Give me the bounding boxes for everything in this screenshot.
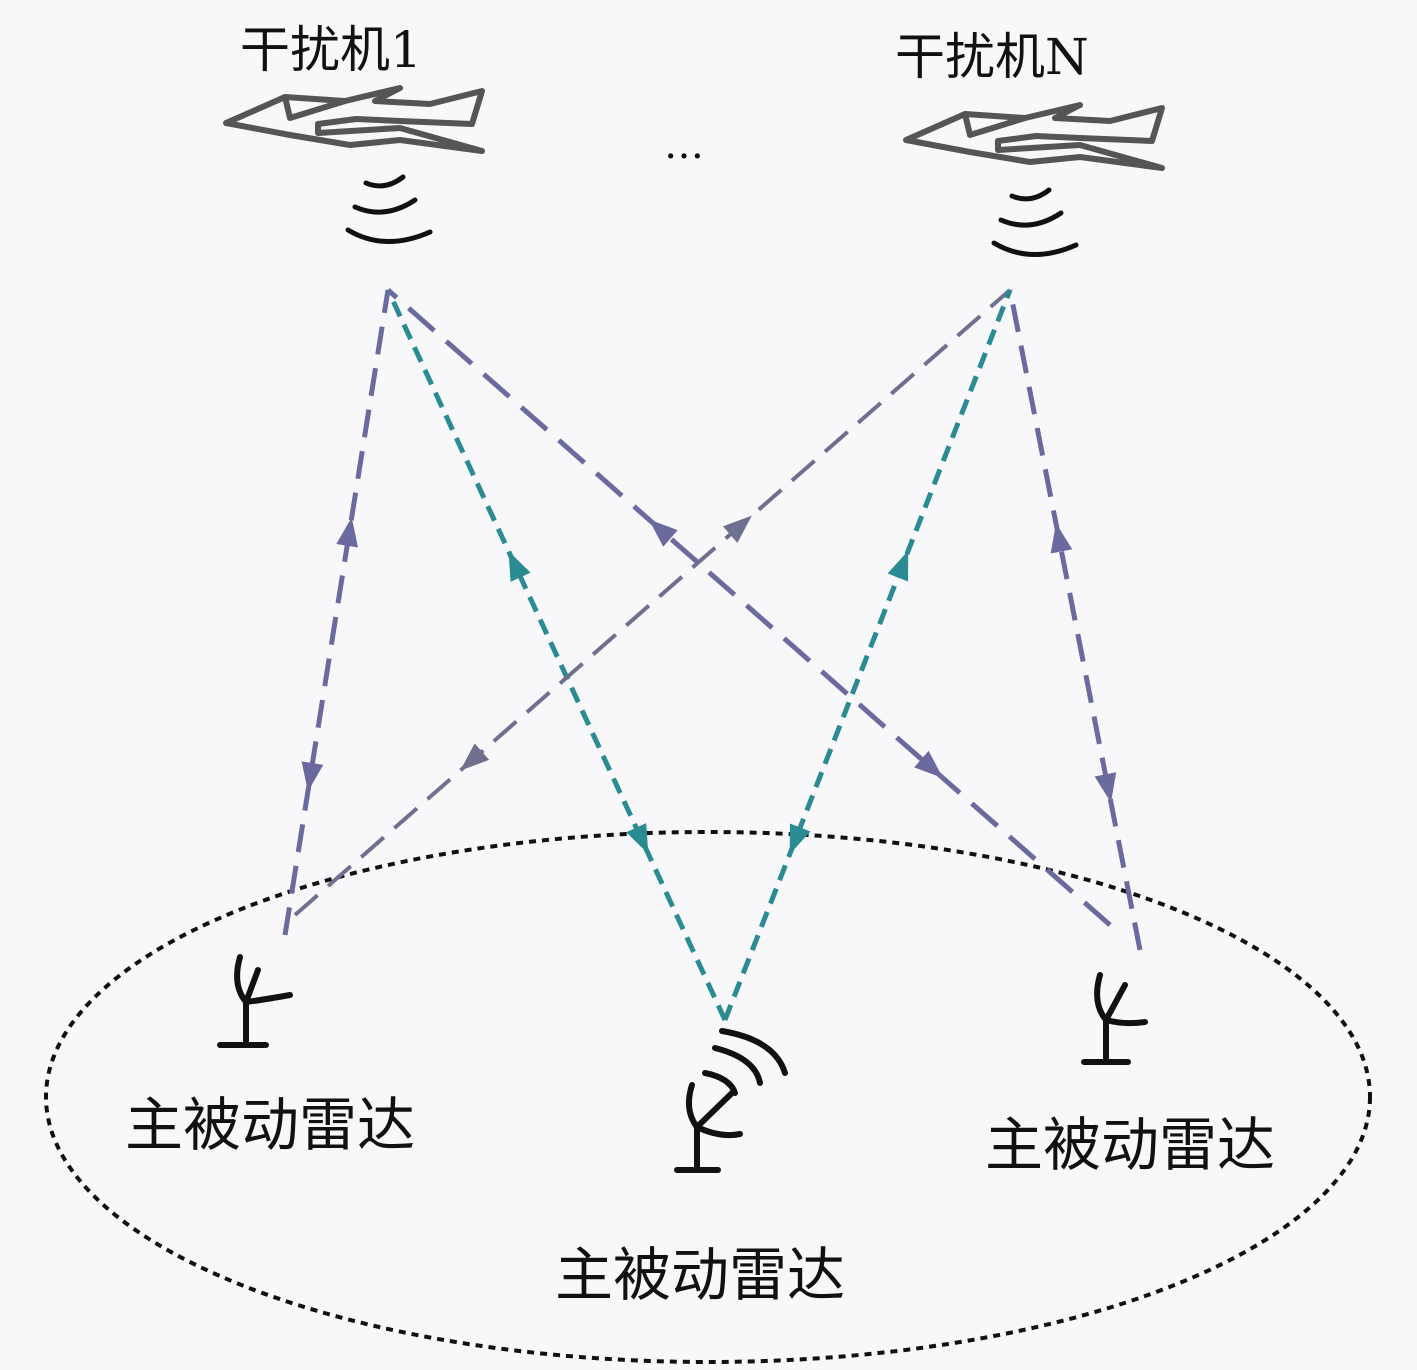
signal-links (282, 288, 1143, 1022)
arrow-up-icon (508, 551, 531, 582)
ellipsis: … (664, 122, 710, 168)
arrow-up-icon (1050, 523, 1073, 554)
link-radar-left-jammer-n (293, 288, 1012, 917)
signal-waves-icon (991, 187, 1079, 257)
radar-label-right: 主被动雷达 (985, 1111, 1276, 1179)
arrow-up-icon (336, 517, 359, 548)
arrow-down-icon (1094, 772, 1117, 803)
radar-antenna-active-icon (674, 1028, 788, 1173)
radar-label-left: 主被动雷达 (125, 1091, 416, 1159)
link-radar-right-jammer-1 (386, 288, 1112, 927)
arrow-down-icon (626, 823, 649, 854)
radar-antenna-icon (1081, 972, 1148, 1065)
signal-waves-icon (345, 174, 433, 244)
link-radar-left-jammer-1 (282, 289, 391, 936)
arrow-up-icon (887, 550, 909, 582)
arrow-down-icon (914, 750, 944, 779)
arrow-up-icon (722, 515, 752, 543)
arrow-down-icon (789, 823, 811, 855)
jammer-n-label: 干扰机N (895, 28, 1089, 86)
radar-label-center: 主被动雷达 (555, 1241, 846, 1309)
link-radar-center-jammer-1 (385, 288, 728, 1022)
jammer-1-label: 干扰机1 (240, 21, 422, 79)
airplane-icon (903, 102, 1165, 171)
airplane-icon (223, 85, 485, 154)
link-radar-center-jammer-n (722, 289, 1013, 1021)
radar-network-ellipse (44, 830, 1372, 1364)
link-radar-right-jammer-n (1007, 289, 1143, 951)
arrow-down-icon (460, 743, 490, 771)
arrow-up-icon (648, 519, 678, 547)
arrow-down-icon (301, 761, 324, 792)
radar-antenna-icon (217, 954, 293, 1048)
